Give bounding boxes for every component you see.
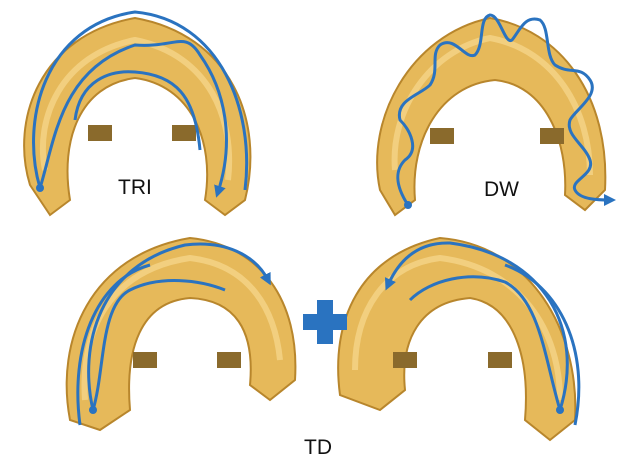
connector-right-td1 xyxy=(217,352,241,368)
label-td: TD xyxy=(304,436,332,460)
dental-model-td-right xyxy=(338,238,575,440)
label-tri: TRI xyxy=(118,176,152,200)
connector-left-tri xyxy=(88,125,112,141)
label-dw: DW xyxy=(484,178,519,202)
plus-icon xyxy=(303,300,347,344)
connector-left-td1 xyxy=(133,352,157,368)
connector-right-dw xyxy=(540,128,564,144)
dental-model-td-left xyxy=(67,238,296,430)
connector-left-dw xyxy=(430,128,454,144)
connector-right-td2 xyxy=(488,352,512,368)
connector-left-td2 xyxy=(393,352,417,368)
connector-right-tri xyxy=(172,125,196,141)
